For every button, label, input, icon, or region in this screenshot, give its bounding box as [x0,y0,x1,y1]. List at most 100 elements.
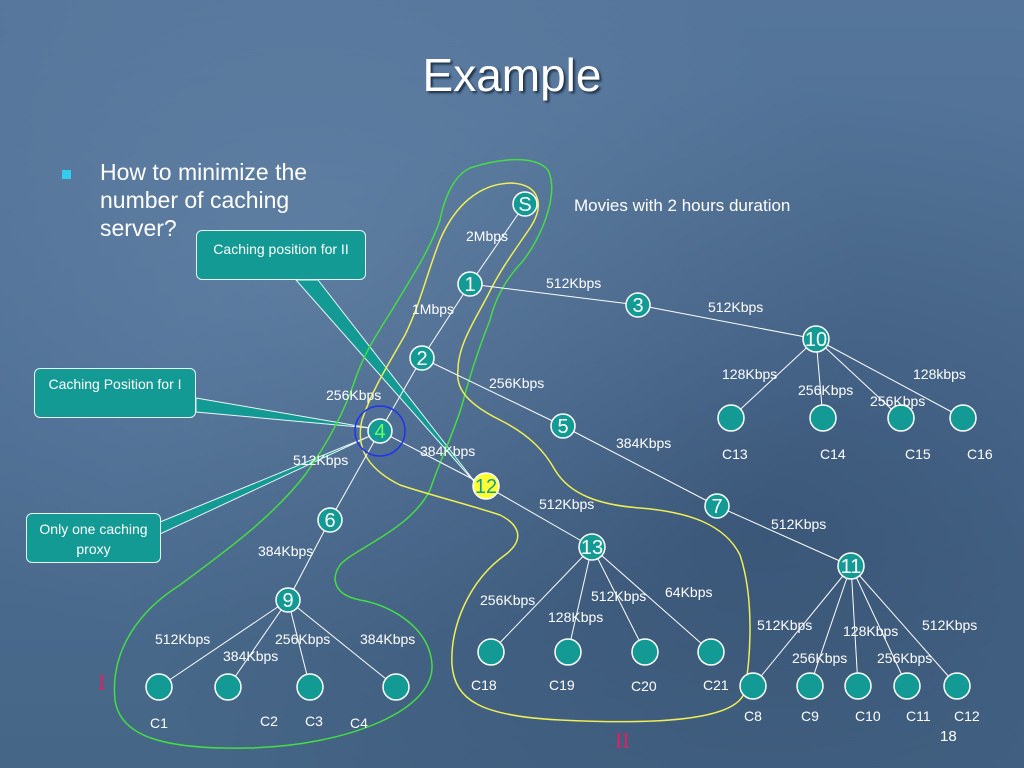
duration-note: Movies with 2 hours duration [574,196,791,215]
link-label-10-c14: 256Kbps [798,382,853,398]
node-2-label: 2 [416,348,427,370]
client-label-c20: C20 [631,678,657,694]
node-13: 13 [578,533,606,561]
link-label-11-c10: 128Kbps [843,623,898,639]
node-s: S [512,191,538,217]
client-label-c13: C13 [722,446,748,462]
client-c15 [887,404,915,432]
node-6-label: 6 [324,510,335,532]
link-label-2-4: 256Kbps [326,387,381,403]
client-c21 [697,638,725,666]
group-i-label: I [98,670,106,695]
callout-pointer-ii [294,279,479,487]
group-ii-outline [359,182,751,723]
callout-caching-position-i-text: Caching Position for I [48,376,182,392]
client-label-c12: C12 [954,708,980,724]
callout-only-one-proxy-text: Only one caching proxy [39,521,148,557]
client-label-c8: C8 [744,708,762,724]
link-label-4-12: 384Kbps [420,443,475,459]
link-11-c10 [850,565,859,687]
node-10: 10 [802,325,830,353]
link-10-c13 [730,338,817,419]
client-label-c3: C3 [305,713,323,729]
client-label-c9: C9 [801,708,819,724]
client-label-c15: C15 [905,446,931,462]
link-label-11-c8: 512Kbps [757,617,812,633]
callout-only-one-proxy: Only one caching proxy [26,513,161,563]
node-4: 4 [367,418,393,444]
link-label-13-c18: 256Kbps [480,592,535,608]
link-4-12 [379,430,487,487]
link-label-s-1: 2Mbps [466,228,508,244]
link-label-3-10: 512Kbps [708,299,763,315]
link-label-2-5: 256Kbps [489,375,544,391]
client-c16 [949,404,977,432]
link-label-9-c1: 512Kbps [155,631,210,647]
node-9-label: 9 [282,590,293,612]
client-label-c10: C10 [855,708,881,724]
link-11-c11 [850,565,908,687]
client-label-c16: C16 [967,446,993,462]
link-11-c12 [850,565,958,687]
node-1: 1 [457,271,483,297]
node-13-label: 13 [581,537,603,559]
slide-number: 18 [940,728,957,745]
link-10-c16 [815,338,964,419]
link-label-11-c11: 256Kbps [877,650,932,666]
node-3-label: 3 [632,295,643,317]
node-11: 11 [837,552,865,580]
node-9: 9 [275,587,301,613]
client-label-c4: C4 [350,715,368,731]
node-s-label: S [518,194,531,216]
link-13-c18 [490,546,593,653]
client-label-c11: C11 [906,708,931,724]
client-c12 [943,672,971,700]
link-6-9 [287,519,331,601]
bullet-text: How to minimize the number of caching se… [100,159,308,241]
link-label-6-9: 384Kbps [258,543,313,559]
link-1-3 [469,283,639,306]
client-nodes [145,404,977,701]
node-1-label: 1 [464,274,475,296]
client-label-c14: C14 [820,446,846,462]
client-c10 [844,672,872,700]
link-lines [158,203,964,688]
link-label-13-c19: 128Kbps [548,609,603,625]
link-label-12-13: 512Kbps [539,496,594,512]
link-5-7 [562,425,718,507]
client-c18 [477,638,505,666]
node-5-label: 5 [557,416,568,438]
link-label-11-c9: 256Kbps [792,650,847,666]
group-i-outline [113,158,553,749]
client-c14 [809,404,837,432]
node-6: 6 [317,507,343,533]
callout-caching-position-i: Caching Position for I [34,368,196,418]
client-c4 [382,673,410,701]
link-label-13-c21: 64Kbps [665,584,712,600]
node-12: 12 [472,472,500,500]
link-3-10 [637,304,817,340]
link-label-11-c12: 512Kbps [922,617,977,633]
link-label-9-c2: 384Kbps [223,648,278,664]
link-9-c1 [158,599,289,688]
link-12-13 [485,485,593,548]
client-c11 [893,672,921,700]
node-2: 2 [409,345,435,371]
client-c20 [631,638,659,666]
link-11-c9 [809,565,852,687]
callout-pointer-i [195,397,371,429]
link-11-c8 [752,565,852,687]
client-c19 [554,638,582,666]
client-c9 [796,672,824,700]
client-label-c18: C18 [471,677,497,693]
client-label-c19: C19 [549,677,575,693]
client-c1 [145,673,173,701]
node-10-label: 10 [805,329,827,351]
node-7: 7 [704,493,730,519]
client-label-c2: C2 [260,713,278,729]
link-9-c2 [227,599,289,688]
link-label-9-c4: 384Kbps [360,631,415,647]
node-12-label: 12 [475,476,497,498]
node-5: 5 [550,413,576,439]
